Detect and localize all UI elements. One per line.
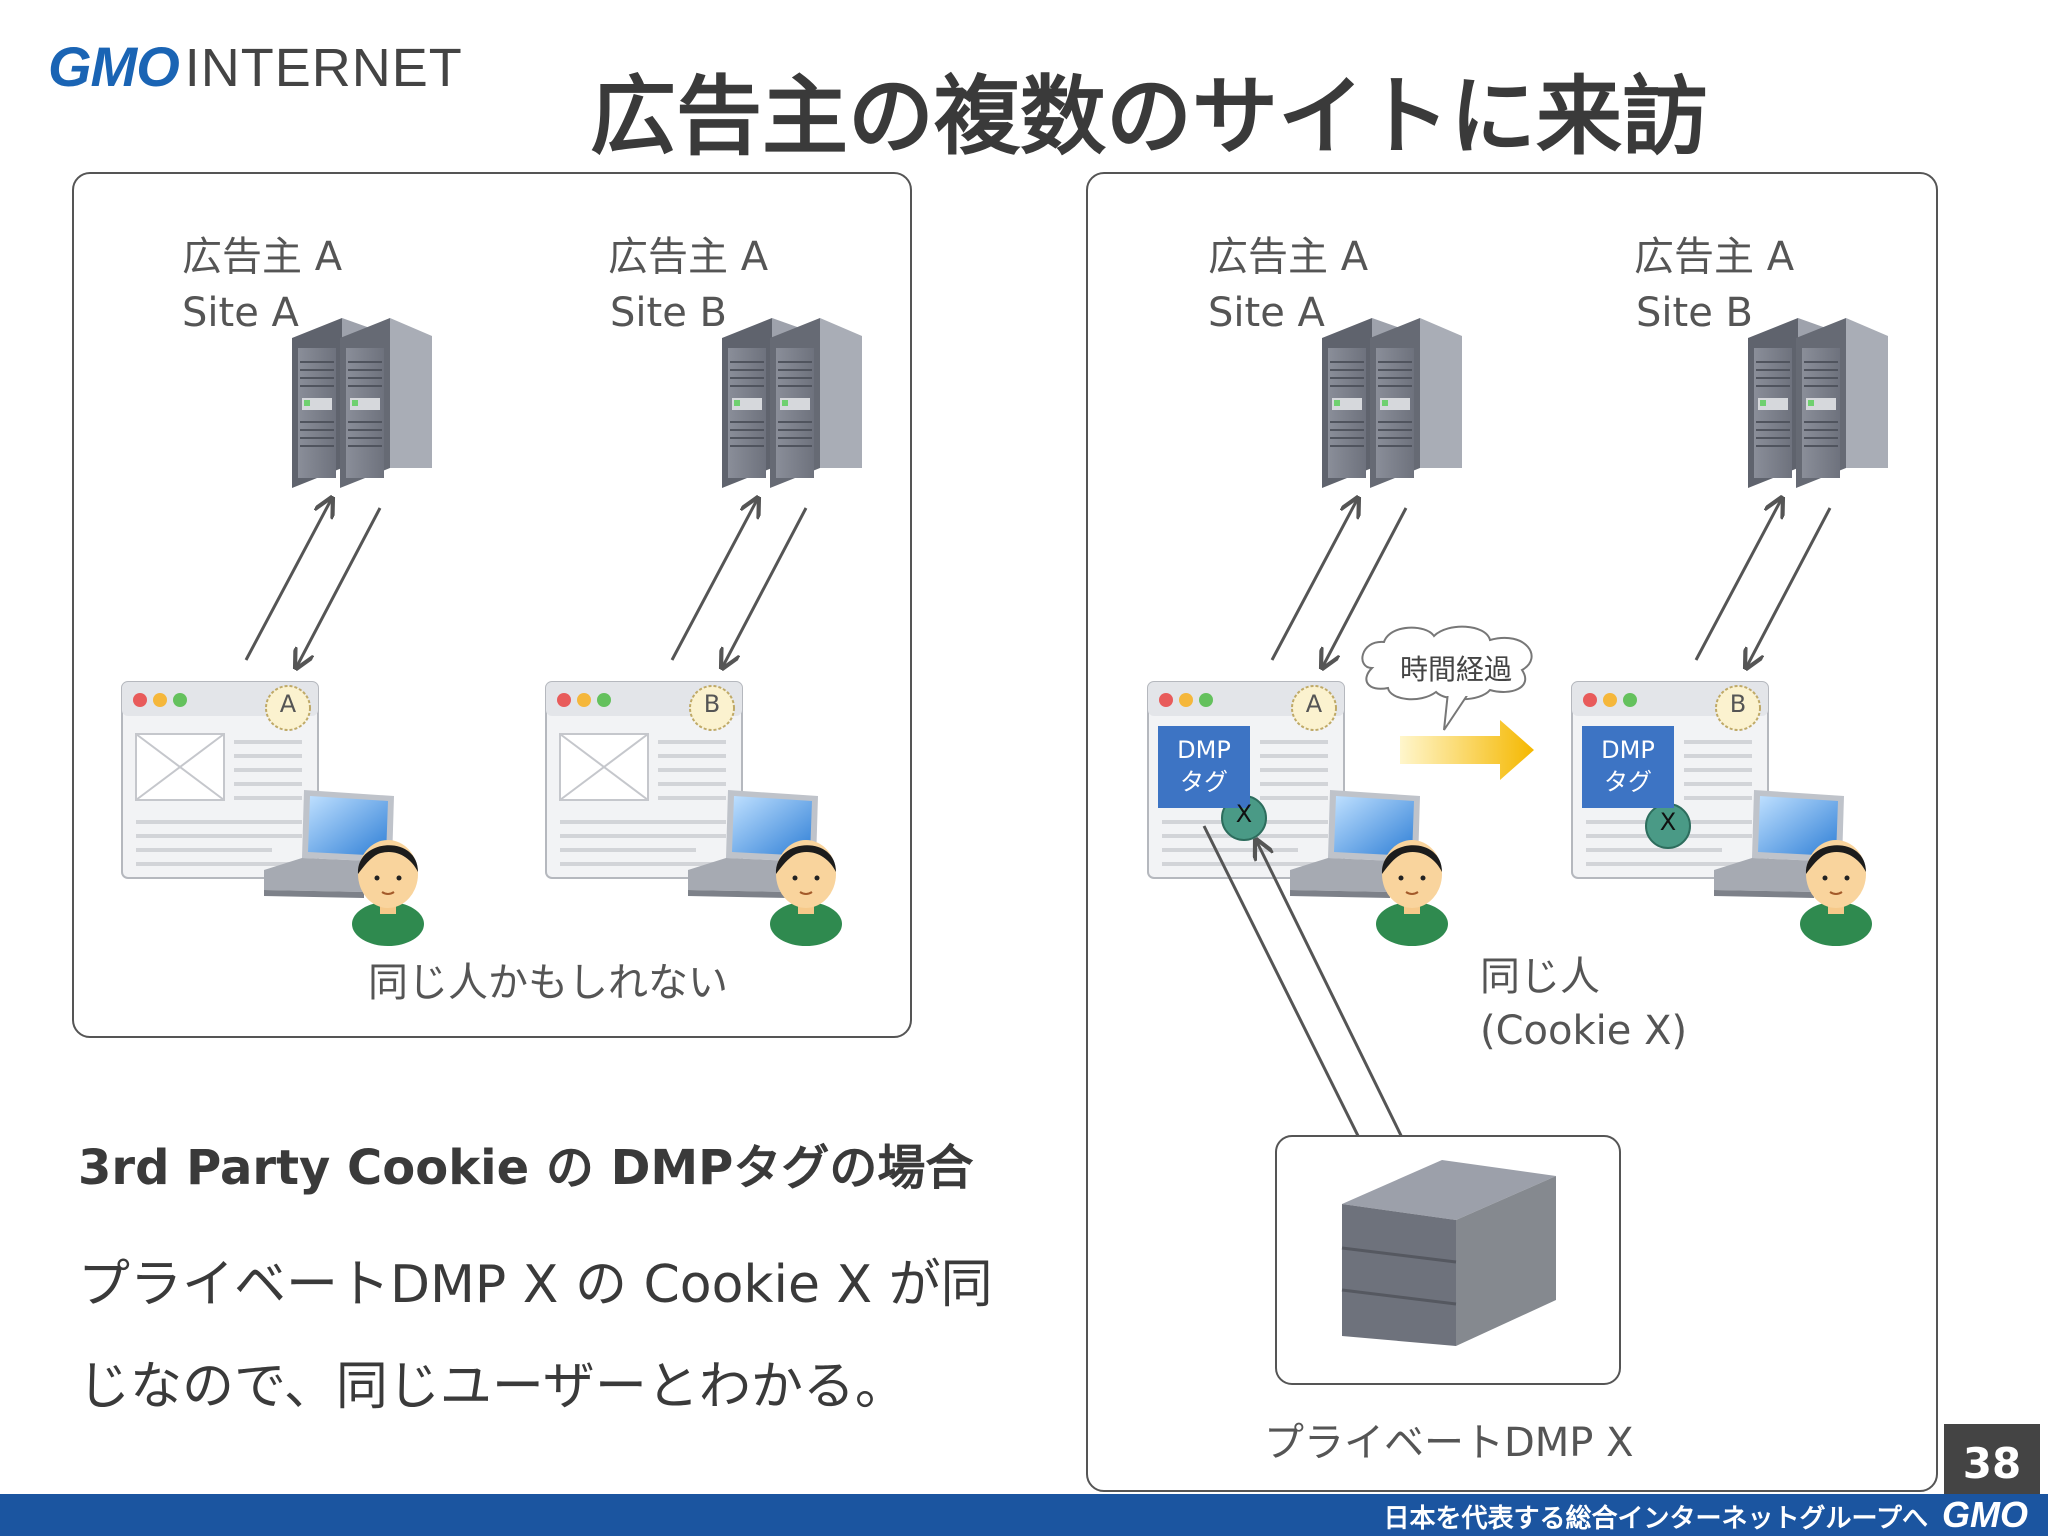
dmp-tag-a: DMP タグ <box>1158 726 1250 808</box>
page-title: 広告主の複数のサイトに来訪 <box>590 67 1708 167</box>
dmp-tag-b-line1: DMP <box>1601 736 1655 764</box>
right-site-b-name: Site B <box>1636 290 1753 336</box>
right-badge-a-label: A <box>1305 690 1323 718</box>
right-badge-b-label: B <box>1729 690 1747 718</box>
left-site-b-name: Site B <box>610 290 727 336</box>
left-a-request-arrow <box>244 498 332 661</box>
same-person-label: 同じ人 <box>1480 954 1600 1000</box>
subhead: 3rd Party Cookie の DMPタグの場合 <box>78 1140 974 1196</box>
left-site-b-owner: 広告主 A <box>608 234 769 280</box>
right-b-request-arrow <box>1694 498 1782 661</box>
dmp-request-arrow <box>1202 825 1376 1172</box>
right-site-b-owner: 広告主 A <box>1634 234 1795 280</box>
right-b-response-arrow <box>1746 507 1832 668</box>
right-site-a-owner: 広告主 A <box>1208 234 1369 280</box>
left-site-a-server <box>291 317 433 489</box>
left-b-response-arrow <box>722 507 808 668</box>
private-dmp-label: プライベートDMP X <box>1264 1420 1634 1466</box>
left-site-a-owner: 広告主 A <box>182 234 343 280</box>
right-site-a-server <box>1321 317 1463 489</box>
right-site-a-name: Site A <box>1208 290 1325 336</box>
dmp-response-arrow <box>1256 840 1416 1163</box>
cookie-x-label: (Cookie X) <box>1480 1008 1688 1054</box>
time-arrow <box>1400 720 1534 780</box>
page-number: 38 <box>1944 1424 2040 1504</box>
left-badge-b-label: B <box>703 690 721 718</box>
left-site-b-server <box>721 317 863 489</box>
dmp-tag-b: DMP タグ <box>1582 726 1674 808</box>
left-caption: 同じ人かもしれない <box>368 960 728 1006</box>
dmp-tag-a-line2: タグ <box>1180 768 1228 796</box>
right-a-request-arrow <box>1270 498 1358 661</box>
dmp-tag-b-line2: タグ <box>1604 768 1652 796</box>
right-a-response-arrow <box>1322 507 1408 668</box>
gmo-internet-logo: GMO INTERNET <box>48 34 463 98</box>
footer-logo: GMO <box>1942 1494 2028 1535</box>
dmp-server-icon <box>1341 1160 1556 1346</box>
cookie-x-marker-b-label: X <box>1659 808 1677 836</box>
left-b-request-arrow <box>670 498 758 661</box>
footer-tagline: 日本を代表する総合インターネットグループへ <box>1383 1504 1928 1534</box>
right-site-b-server <box>1747 317 1889 489</box>
left-badge-a-label: A <box>279 690 297 718</box>
time-elapsed-label: 時間経過 <box>1400 653 1513 686</box>
logo-internet-text: INTERNET <box>184 38 463 98</box>
logo-gmo-text: GMO <box>48 35 180 98</box>
left-a-response-arrow <box>296 507 382 668</box>
time-elapsed-bubble <box>1361 625 1533 731</box>
dmp-tag-a-line1: DMP <box>1177 736 1231 764</box>
footer-bar: 日本を代表する総合インターネットグループへ GMO <box>0 1494 2048 1536</box>
left-site-a-name: Site A <box>182 290 299 336</box>
body-text: プライベートDMP X の Cookie X が同じなので、同じユーザーとわかる… <box>78 1255 993 1417</box>
cookie-x-marker-a-label: X <box>1235 800 1253 828</box>
